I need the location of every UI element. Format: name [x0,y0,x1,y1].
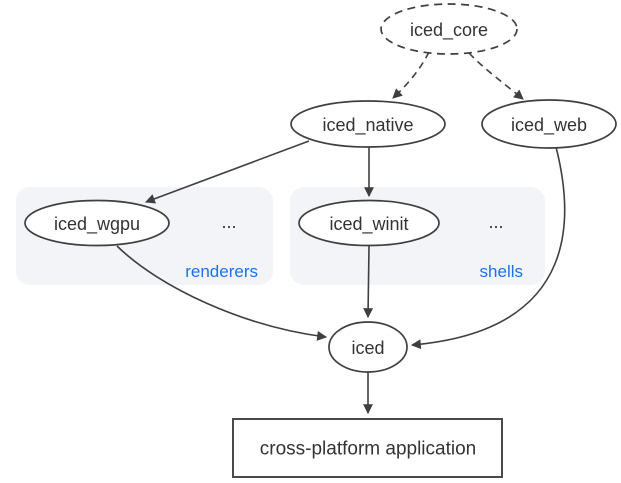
renderers-group-label: renderers [185,262,258,281]
iced-ellipse [328,321,408,373]
cross-platform-application-label: cross-platform application [260,439,476,460]
node-iced: iced [328,321,408,373]
node-iced-winit: iced_winit [298,199,440,247]
edge-iced_web-to-iced [410,146,566,350]
iced-native-label: iced_native [322,115,413,136]
node-iced-web: iced_web [481,99,617,149]
iced-web-ellipse [481,99,617,149]
iced-wgpu-ellipse [24,199,170,247]
iced-core-ellipse [380,3,518,55]
renderers-ellipsis-label: ... [221,212,236,232]
edge-iced_core-to-iced_native [392,51,430,99]
edge-iced_wgpu-to-iced [116,245,328,341]
cross-platform-application-rect [232,418,503,478]
edge-iced_winit-to-iced [363,245,374,319]
shells-group-label: shells [480,262,523,281]
iced-web-label: iced_web [511,115,587,136]
shells-ellipsis-label: ... [488,212,503,232]
node-iced-wgpu: iced_wgpu [24,199,170,247]
iced-label: iced [351,338,384,358]
iced-core-label: iced_core [410,20,488,41]
edge-iced_native-to-iced_wgpu [144,140,310,204]
node-iced-native: iced_native [290,100,446,148]
iced-wgpu-label: iced_wgpu [54,214,140,235]
node-iced-core: iced_core [380,3,518,55]
iced-native-ellipse [290,100,446,148]
iced-winit-ellipse [298,199,440,247]
node-cross-platform-application: cross-platform application [232,418,503,478]
edge-iced_core-to-iced_web [468,52,524,100]
iced-winit-label: iced_winit [329,214,408,235]
